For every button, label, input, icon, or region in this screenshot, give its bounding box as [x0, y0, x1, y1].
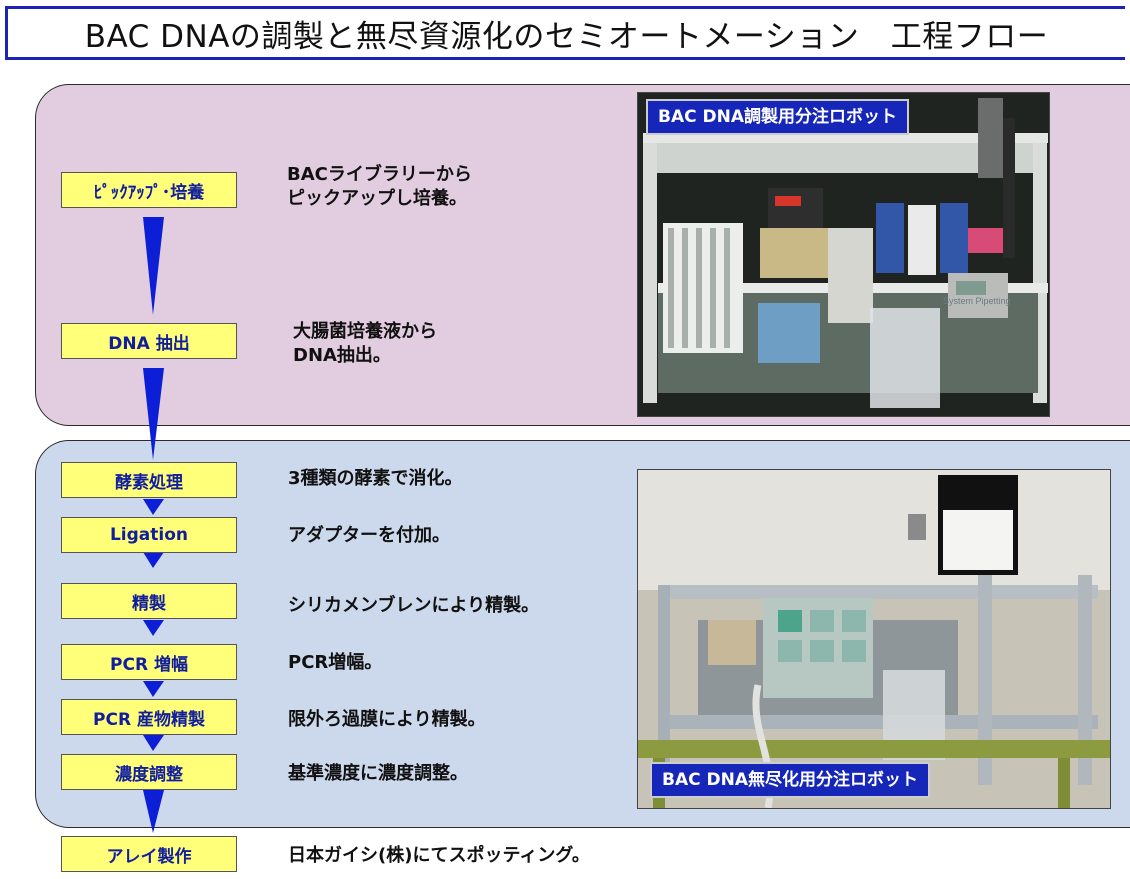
step-description: アダプターを付加。: [288, 525, 450, 546]
step-description: 日本ガイシ(株)にてスポッティング。: [288, 845, 590, 866]
step-description: 限外ろ過膜により精製。: [288, 709, 486, 730]
photo-label-preparation: BAC DNA調製用分注ロボット: [646, 99, 910, 135]
arrow-down-icon: [143, 735, 164, 751]
photo-amplification-robot: BAC DNA無尽化用分注ロボット: [637, 469, 1111, 809]
photo-preparation-robot: System Pipetting BAC DNA調製用分注ロボット: [637, 92, 1050, 417]
photo-label-amplification: BAC DNA無尽化用分注ロボット: [650, 762, 931, 798]
page-title: BAC DNAの調製と無尽資源化のセミオートメーション 工程フロー: [84, 18, 1049, 55]
step-array-fabrication: アレイ製作: [61, 836, 237, 872]
step-description: 3種類の酵素で消化。: [288, 468, 463, 489]
step-ligation: Ligation: [61, 517, 237, 553]
robot-illustration: [638, 470, 1110, 808]
step-dna-extraction: DNA 抽出: [61, 323, 237, 359]
step-description: 基準濃度に濃度調整。: [288, 763, 468, 784]
arrow-down-icon: [143, 368, 164, 460]
arrow-down-icon: [143, 499, 164, 515]
step-description: シリカメンブレンにより精製。: [288, 595, 540, 616]
step-pcr-amplification: PCR 増幅: [61, 644, 237, 680]
arrow-down-icon: [143, 790, 164, 833]
title-banner: BAC DNAの調製と無尽資源化のセミオートメーション 工程フロー: [5, 6, 1125, 60]
step-description: BACライブラリーから ピックアップし培養。: [287, 164, 472, 209]
arrow-down-icon: [143, 681, 164, 697]
step-pickup-culture: ﾋﾟｯｸｱｯﾌﾟ･培養: [61, 172, 237, 208]
arrow-down-icon: [143, 552, 164, 568]
robot-illustration: System Pipetting: [638, 93, 1049, 416]
step-enzyme-digestion: 酵素処理: [61, 462, 237, 498]
instrument-brand-text: System Pipetting: [943, 296, 1011, 306]
step-purification: 精製: [61, 583, 237, 619]
arrow-down-icon: [143, 217, 164, 315]
step-concentration-adjustment: 濃度調整: [61, 754, 237, 790]
step-pcr-product-purification: PCR 産物精製: [61, 699, 237, 735]
step-description: 大腸菌培養液から DNA抽出。: [293, 321, 437, 366]
step-description: PCR増幅。: [288, 652, 383, 673]
arrow-down-icon: [143, 620, 164, 636]
